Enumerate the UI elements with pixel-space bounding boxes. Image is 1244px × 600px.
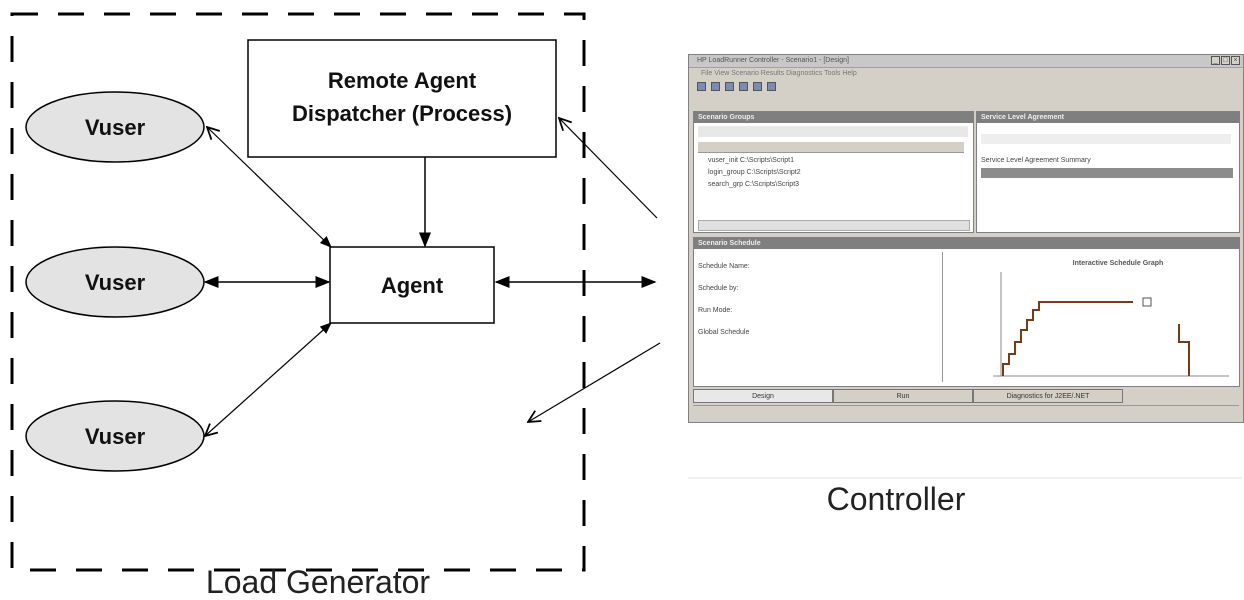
- scenario-groups-title: Scenario Groups: [694, 112, 973, 123]
- service-level-summary-label: Service Level Agreement Summary: [981, 157, 1091, 164]
- service-level-title: Service Level Agreement: [977, 112, 1239, 123]
- schedule-graph-title: Interactive Schedule Graph: [1072, 260, 1164, 267]
- group-row[interactable]: login_group C:\Scripts\Script2: [708, 169, 801, 176]
- edge-controller-dispatcher: [559, 118, 658, 219]
- load-generator-caption: Load Generator: [206, 564, 431, 600]
- tab-design[interactable]: Design: [693, 389, 833, 403]
- save-icon[interactable]: [725, 81, 734, 91]
- edge-controller-loadgen: [528, 342, 661, 422]
- tab-diagnostics[interactable]: Diagnostics for J2EE/.NET: [973, 389, 1123, 403]
- load-generator-boundary: [10, 12, 586, 572]
- global-schedule-label: Global Schedule: [698, 329, 750, 336]
- service-level-panel: Service Level Agreement Service Level Ag…: [976, 111, 1240, 233]
- groups-hscrollbar[interactable]: [698, 220, 970, 231]
- vuser-node-2: Vuser: [25, 246, 205, 318]
- groups-toolbar: [698, 126, 968, 137]
- agent-box: Agent: [329, 246, 495, 324]
- controller-statusbar: [693, 405, 1239, 418]
- service-level-selected-row[interactable]: [981, 168, 1233, 178]
- run-icon[interactable]: [739, 81, 748, 91]
- schedule-graph: Interactive Schedule Graph: [942, 252, 1237, 382]
- controller-caption: Controller: [827, 481, 966, 517]
- scenario-schedule-title: Scenario Schedule: [694, 238, 1239, 249]
- run-mode-label: Run Mode:: [698, 307, 733, 314]
- dispatcher-box: Remote Agent Dispatcher (Process): [247, 39, 557, 158]
- maximize-icon[interactable]: □: [1221, 56, 1230, 65]
- controller-menubar[interactable]: File View Scenario Results Diagnostics T…: [701, 70, 857, 77]
- minimize-icon[interactable]: _: [1211, 56, 1220, 65]
- dispatcher-label-line1: Remote Agent: [328, 68, 477, 93]
- dispatcher-label-line2: Dispatcher (Process): [292, 101, 512, 126]
- scenario-groups-panel: Scenario Groups vuser_init C:\Scripts\Sc…: [693, 111, 974, 233]
- controller-title: HP LoadRunner Controller - Scenario1 - […: [697, 57, 850, 64]
- schedule-by-label: Schedule by:: [698, 285, 739, 292]
- tab-run[interactable]: Run: [833, 389, 973, 403]
- groups-header: [698, 142, 964, 153]
- schedule-graph-plot: [993, 272, 1229, 377]
- vuser-label: Vuser: [85, 424, 146, 449]
- vuser-label: Vuser: [85, 115, 146, 140]
- vuser-node-3: Vuser: [25, 400, 205, 472]
- legend-swatch: [1142, 297, 1152, 307]
- window-buttons: _ □ ×: [1211, 56, 1240, 65]
- controller-titlebar: HP LoadRunner Controller - Scenario1 - […: [689, 55, 1243, 68]
- group-row[interactable]: vuser_init C:\Scripts\Script1: [708, 157, 794, 164]
- controller-tabs: Design Run Diagnostics for J2EE/.NET: [693, 389, 1239, 403]
- schedule-name-label: Schedule Name:: [698, 263, 750, 270]
- agent-label: Agent: [381, 273, 444, 298]
- vuser-node-1: Vuser: [25, 91, 205, 163]
- service-level-toolbar: [981, 134, 1231, 144]
- results-icon[interactable]: [767, 81, 776, 91]
- controller-screenshot: HP LoadRunner Controller - Scenario1 - […: [688, 54, 1244, 423]
- group-row[interactable]: search_grp C:\Scripts\Script3: [708, 181, 800, 188]
- vuser-label: Vuser: [85, 270, 146, 295]
- schedule-ramp-line: [1002, 301, 1133, 376]
- controller-toolbar: [689, 79, 1243, 93]
- schedule-rampdown-line: [1178, 324, 1190, 376]
- close-icon[interactable]: ×: [1231, 56, 1240, 65]
- new-scenario-icon[interactable]: [697, 81, 706, 91]
- open-icon[interactable]: [711, 81, 720, 91]
- scenario-schedule-panel: Scenario Schedule Schedule Name: Schedul…: [693, 237, 1240, 387]
- edge-vuser3-agent: [205, 323, 331, 436]
- monitor-icon[interactable]: [753, 81, 762, 91]
- edge-vuser1-agent: [207, 127, 331, 247]
